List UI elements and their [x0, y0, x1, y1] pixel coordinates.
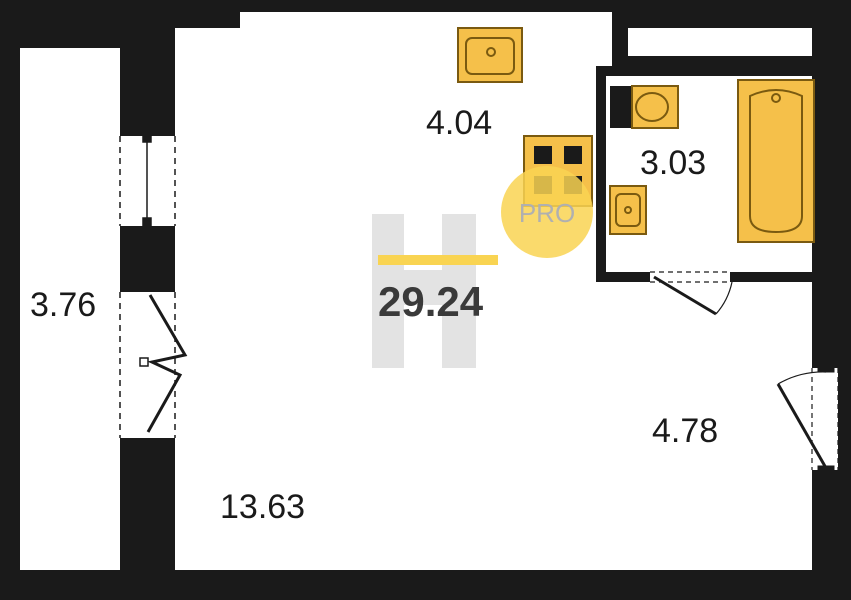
- room-area-kitchen: 4.04: [426, 104, 492, 142]
- entrance-door: [776, 363, 839, 475]
- total-area-bar: [378, 255, 498, 265]
- wall-left-outer: [0, 0, 20, 600]
- watermark-label: PRO: [519, 198, 575, 228]
- room-area-loggia: 3.76: [30, 286, 96, 324]
- wall-right-upper: [812, 28, 838, 368]
- wall-top-right: [612, 0, 851, 28]
- wall-loggia-upper: [120, 40, 175, 136]
- wall-loggia-mid: [120, 226, 175, 292]
- wall-loggia-lower: [120, 438, 175, 573]
- wall-right-lower: [812, 470, 838, 575]
- bathroom-door: [650, 271, 733, 316]
- wall-bath-bottom-left: [596, 272, 650, 282]
- wall-top-left: [0, 0, 240, 28]
- room-area-bathroom: 3.03: [640, 144, 706, 182]
- wall-bath-bottom-right: [730, 272, 818, 282]
- bathroom-sink-icon: [609, 185, 647, 235]
- wall-bottom: [0, 570, 851, 600]
- wall-loggia-top: [20, 28, 175, 48]
- total-area: 29.24: [378, 278, 484, 325]
- h-watermark-icon: [372, 214, 476, 368]
- wall-bath-left: [596, 66, 606, 282]
- loggia-openings: [119, 133, 188, 438]
- watermark: PRO: [501, 166, 593, 258]
- room-area-living: 13.63: [220, 488, 305, 526]
- wall-bath-top: [596, 66, 818, 76]
- room-area-hallway: 4.78: [652, 412, 718, 450]
- wall-notch-bottom: [612, 56, 812, 66]
- wall-right-outer: [838, 0, 851, 600]
- bathtub-icon: [737, 79, 815, 243]
- watermark-circle: [501, 166, 593, 258]
- toilet-icon: [610, 85, 679, 129]
- floor-loggia: [20, 48, 120, 570]
- wall-top-middle: [240, 0, 612, 12]
- kitchen-sink-icon: [457, 27, 523, 83]
